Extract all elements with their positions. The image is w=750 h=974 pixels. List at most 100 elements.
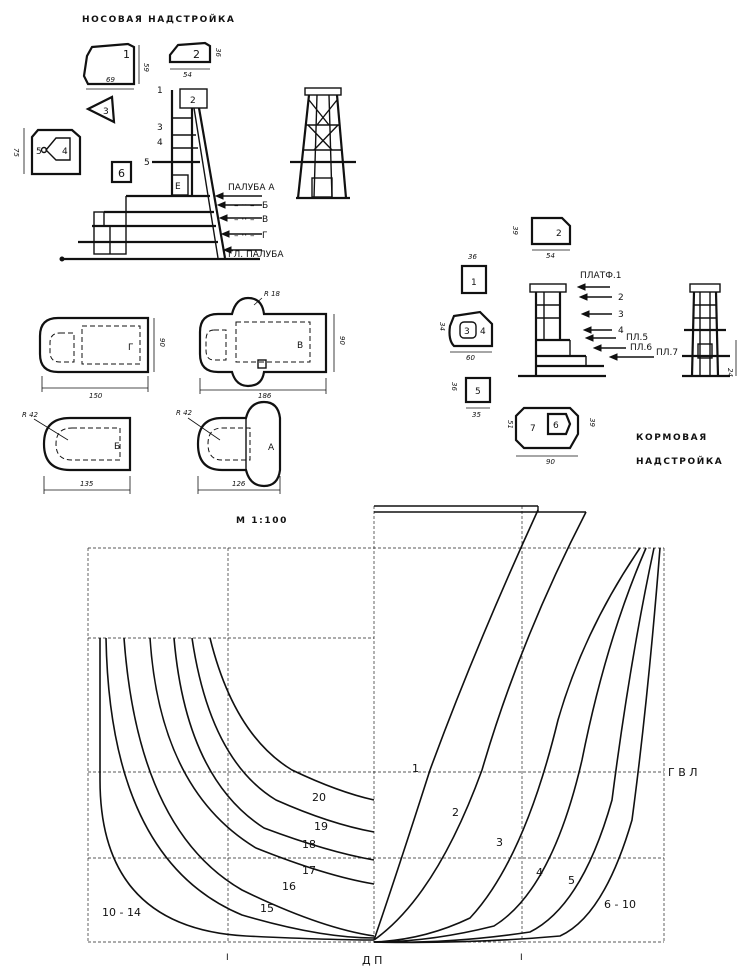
stern-title-line1: КОРМОВАЯ [636,433,708,443]
centerline-label: Д П [362,954,382,967]
stern-part-5-height: 36 [450,382,458,391]
deck-plan-b: Б R 42 135 [22,411,132,494]
bow-part-3-label: 3 [103,107,109,117]
bow-tower-side: 2 Е 1 3 4 5 [59,86,284,262]
station-label-20: 20 [312,791,326,804]
body-plan-grid [87,505,665,943]
stern-level-4: 4 [618,326,624,336]
tick-left: I [226,953,229,963]
station-label-18: 18 [302,838,316,851]
stern-pl6-label: ПЛ.6 [630,343,652,353]
deck-a-label: ПАЛУБА А [228,183,275,193]
deck-plans: Г 90 150 В R 18 90 186 Б R 42 [22,290,346,494]
deck-plan-v-width: 186 [258,392,272,400]
stern-tower-front: 24 [682,283,737,378]
deck-plan-v-radius: R 18 [264,290,281,298]
bow-tower-front [290,87,356,200]
scale-label: М 1:100 [236,516,288,526]
bow-level-4: 4 [157,138,163,148]
stern-part-5-width: 35 [472,411,481,419]
deck-plan-g-width: 150 [89,392,103,400]
stern-part-2-height: 39 [511,226,519,235]
stern-superstructure: 2 39 54 1 36 3 4 34 60 5 36 35 7 6 51 39… [438,216,737,467]
stern-pl5-label: ПЛ.5 [626,333,648,343]
station-label-17: 17 [302,864,316,877]
deck-plan-b-letter: Б [114,442,120,452]
stern-part-5-label: 5 [475,387,481,397]
bow-part-6 [110,160,133,184]
stern-level-labels: ПЛАТФ.1 2 3 4 ПЛ.5 ПЛ.6 ПЛ.7 [576,271,678,361]
deck-b-label: Б [262,201,268,211]
bow-part-1-label: 1 [123,48,130,61]
stern-part-2-width: 54 [546,252,555,260]
stern-part-5 [464,376,492,404]
deck-plan-b-radius: R 42 [22,411,39,419]
stern-part-4-label: 4 [480,327,486,337]
stern-part-2-label: 2 [556,229,562,239]
stern-part-6-label: 6 [553,421,559,431]
bow-title: НОСОВАЯ НАДСТРОЙКА [82,13,236,25]
bow-part-1-width: 69 [106,76,115,84]
stern-level-3: 3 [618,310,624,320]
stern-part-1-width: 36 [468,253,477,261]
deck-plan-b-width: 135 [80,480,94,488]
stern-tower-side [518,283,606,378]
svg-text:– ·· –: – ·· – [234,215,255,225]
station-label-16: 16 [282,880,296,893]
body-plan: М 1:100 [87,505,698,967]
bow-superstructure: НОСОВАЯ НАДСТРОЙКА 1 59 69 2 3 6 54 3 5 4… [12,13,356,262]
bow-part-45-cutout [45,137,71,161]
stern-part-34-width: 60 [466,354,475,362]
stern-part-34 [448,310,494,348]
deck-g-label: Г [262,231,268,241]
deck-v-label: В [262,215,268,225]
stern-part-3-label: 3 [464,327,470,337]
station-label-6-10: 6 - 10 [604,898,636,911]
bow-part-1-height: 59 [142,63,150,72]
bow-level-1: 1 [157,86,163,96]
station-label-15: 15 [260,902,274,915]
bow-tower-cab-label: 2 [190,96,196,106]
bow-level-3: 3 [157,123,163,133]
station-label-10-14: 10 - 14 [102,906,141,919]
deck-labels: ПАЛУБА А – ·· – Б – ·· – В – ·· – Г ГЛ. … [214,183,284,260]
bow-part-3 [85,95,116,124]
deck-plan-a-radius: R 42 [176,409,193,417]
waterline-label: Г В Л [668,766,698,779]
bow-part-45 [30,128,82,176]
station-label-1: 1 [412,762,419,775]
stern-part-67 [514,406,580,450]
stern-part-1-label: 1 [471,278,477,288]
bow-part-4-label: 4 [62,147,68,157]
stern-part-7-label: 7 [530,424,536,434]
bow-part-45-hole [40,146,48,154]
stern-part-6 [546,412,572,436]
deck-main-label: ГЛ. ПАЛУБА [228,250,284,260]
deck-plan-g-height: 90 [158,338,166,347]
bow-part-1 [82,42,136,86]
stern-part-34-height: 34 [438,322,446,331]
stern-part-67-h1: 51 [506,420,514,429]
bow-tower-cab [179,88,208,109]
bow-part-6-label: 6 [118,167,125,180]
deck-plan-v: В R 18 90 186 [198,290,346,400]
svg-text:– ·· –: – ·· – [234,231,255,241]
stern-title-line2: НАДСТРОЙКА [636,455,723,467]
stern-height-dim: 24 [726,368,734,377]
station-label-2: 2 [452,806,459,819]
station-label-19: 19 [314,820,328,833]
stern-plat1-label: ПЛАТФ.1 [580,271,622,281]
deck-plan-a-width: 126 [232,480,246,488]
tick-right: I [520,953,523,963]
stern-level-2: 2 [618,293,624,303]
stern-part-1 [460,264,488,295]
bow-part-5-label: 5 [36,147,42,157]
bow-part-2-label: 2 [193,48,200,61]
stern-pl7-label: ПЛ.7 [656,348,678,358]
bow-part-2-width: 54 [183,71,192,79]
bow-tower-door-label: Е [175,182,181,192]
deck-plan-g-letter: Г [128,343,134,353]
svg-text:– ·· –: – ·· – [234,201,255,211]
station-label-4: 4 [536,866,543,879]
